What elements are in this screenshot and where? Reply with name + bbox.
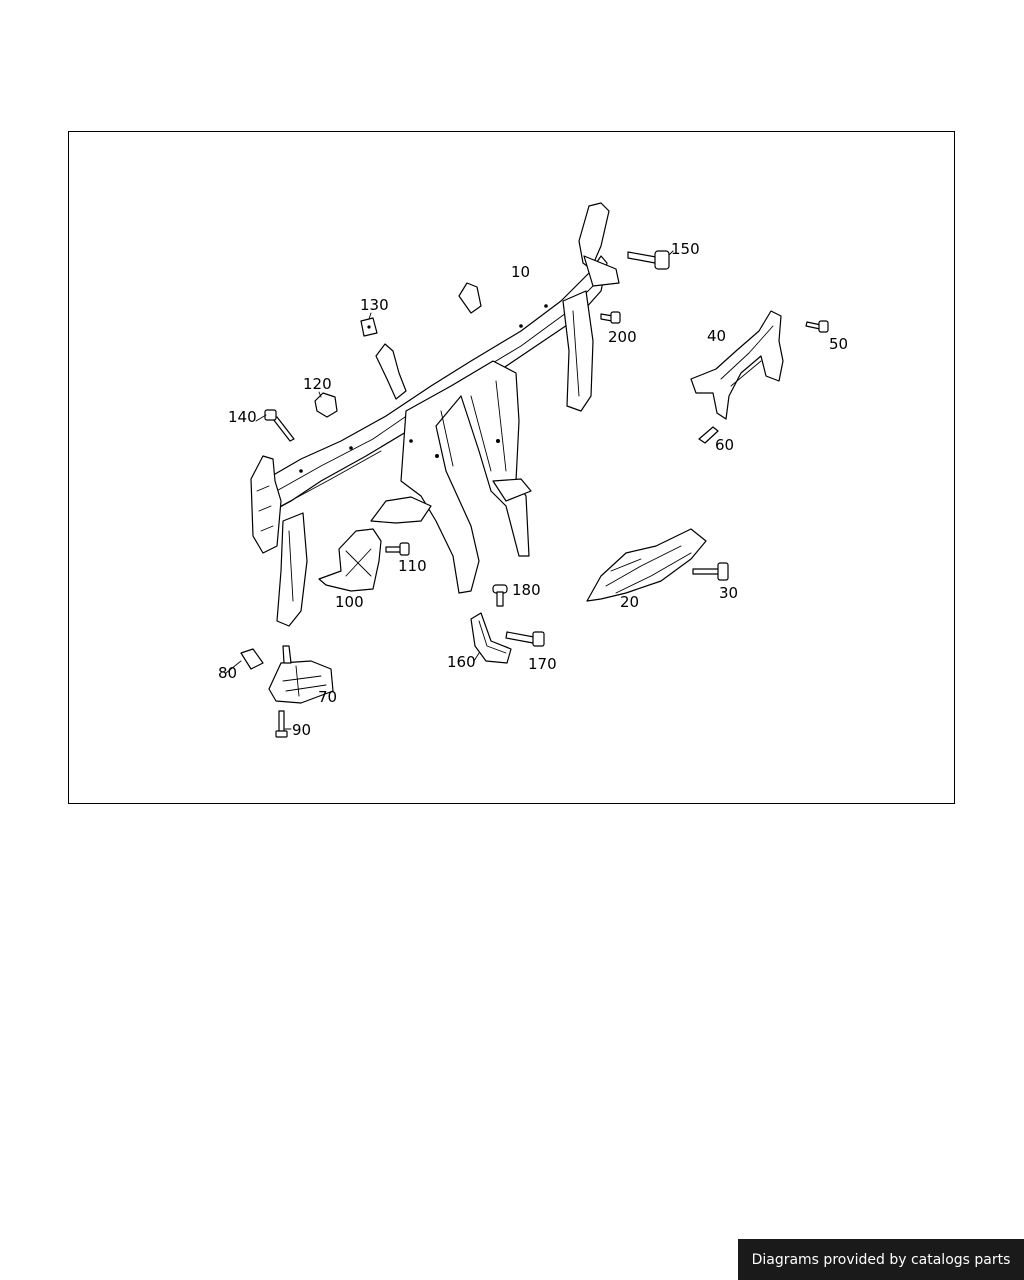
part-50-screw <box>805 320 829 333</box>
parts-diagram: 10 20 30 40 50 60 70 80 90 100 110 120 1… <box>218 202 848 739</box>
part-120-cap <box>314 392 338 418</box>
leader-lines <box>225 250 674 730</box>
callout-160: 160 <box>447 653 476 671</box>
callout-120: 120 <box>303 375 332 393</box>
part-10-cross-beam <box>250 202 620 627</box>
callout-70: 70 <box>318 688 337 706</box>
part-90-screw <box>275 710 288 738</box>
callout-130: 130 <box>360 296 389 314</box>
callout-100: 100 <box>335 593 364 611</box>
credit-banner: Diagrams provided by catalogs parts <box>738 1239 1024 1280</box>
callout-10: 10 <box>511 263 530 281</box>
callout-20: 20 <box>620 593 639 611</box>
part-30-bolt <box>692 562 729 581</box>
part-130-nut <box>360 317 378 337</box>
callout-80: 80 <box>218 664 237 682</box>
callout-180: 180 <box>512 581 541 599</box>
callout-140: 140 <box>228 408 257 426</box>
callout-50: 50 <box>829 335 848 353</box>
callout-110: 110 <box>398 557 427 575</box>
callout-60: 60 <box>715 436 734 454</box>
diagram-frame: 10 20 30 40 50 60 70 80 90 100 110 120 1… <box>68 131 955 804</box>
part-110-screw <box>385 542 410 556</box>
part-80-clip <box>240 648 264 670</box>
callout-40: 40 <box>707 327 726 345</box>
part-150-bolt <box>627 250 670 270</box>
callout-90: 90 <box>292 721 311 739</box>
callout-30: 30 <box>719 584 738 602</box>
part-70-bracket <box>268 645 334 704</box>
part-60-clip <box>698 426 719 444</box>
callout-200: 200 <box>608 328 637 346</box>
part-200-screw <box>600 311 621 324</box>
part-170-bolt <box>505 631 545 647</box>
part-140-bolt <box>264 409 295 442</box>
part-100-bracket <box>318 528 382 592</box>
callout-170: 170 <box>528 655 557 673</box>
part-180-screw <box>492 584 508 607</box>
part-20-bracket <box>586 528 707 602</box>
part-160-bracket <box>470 612 512 664</box>
callout-labels: 10 20 30 40 50 60 70 80 90 100 110 120 1… <box>218 240 848 739</box>
part-40-bracket <box>690 310 784 420</box>
callout-150: 150 <box>671 240 700 258</box>
credit-text: Diagrams provided by catalogs parts <box>751 1251 1011 1268</box>
